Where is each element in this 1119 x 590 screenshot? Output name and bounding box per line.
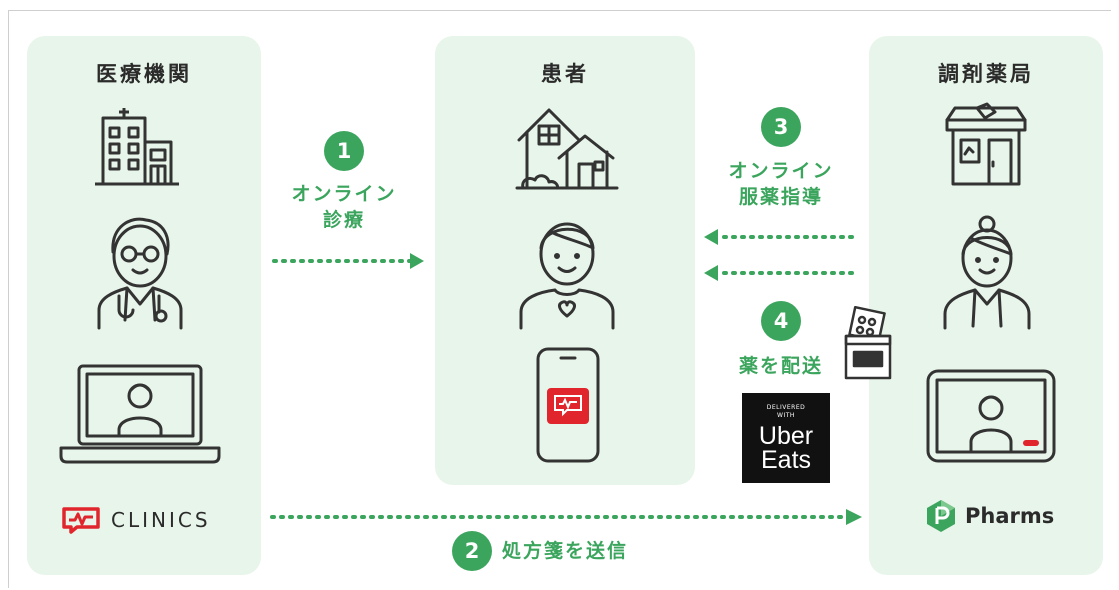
pharms-logo: Pharms [923,498,1054,534]
step-1-label: オンライン 診療 [291,183,397,231]
step-1-badge: 1 [324,131,364,171]
clinics-logo-icon [62,507,100,534]
medicine-package-icon [844,306,892,380]
step-2-arrow [270,509,862,525]
smartphone-app-icon [536,347,600,463]
step-2-badge: 2 [452,531,492,571]
uber-eats-line2: Eats [760,446,812,474]
pharms-logo-text: Pharms [965,504,1055,528]
step-4-arrow [704,265,860,281]
pharmacist-icon [943,215,1031,330]
pharmacy-store-icon [945,102,1027,186]
clinic-title: 医療機関 [96,62,192,86]
clinic-panel: 医療機関 [27,36,261,575]
tablet-video-call-icon [926,369,1056,463]
step-3-badge: 3 [761,107,801,147]
step-1-arrow [272,253,424,269]
uber-eats-delivered-with: DELIVERED WITH [766,404,806,419]
step-4-badge: 4 [761,301,801,341]
step-4-label: 薬を配送 [738,355,823,377]
uber-eats-logo: DELIVERED WITH Uber Eats [742,393,830,483]
clinics-logo: CLINICS [61,506,211,534]
patient-panel: 患者 [435,36,695,485]
doctor-icon [97,217,183,330]
patient-title: 患者 [541,62,589,86]
step-3-label: オンライン 服薬指導 [728,160,834,208]
pharmacy-panel: 調剤薬局 [869,36,1103,575]
laptop-video-call-icon [59,364,221,464]
house-icon [515,108,619,190]
diagram-frame [8,10,1111,588]
hospital-icon [95,108,179,186]
pharms-logo-icon [927,500,955,532]
uber-eats-line1: Uber [758,422,814,450]
step-3-arrow [704,229,860,245]
patient-icon [519,222,615,330]
clinics-logo-text: CLINICS [111,508,211,532]
step-2-label: 処方箋を送信 [502,540,629,562]
pharmacy-title: 調剤薬局 [938,62,1034,86]
